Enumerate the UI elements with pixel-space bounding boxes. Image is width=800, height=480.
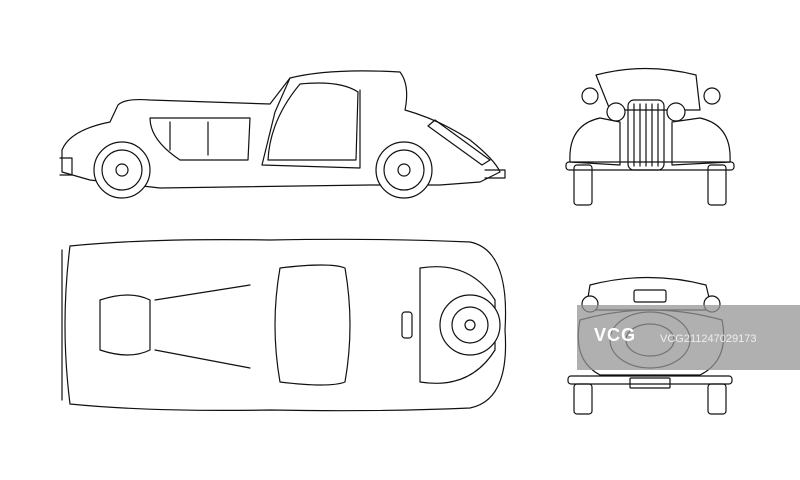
watermark-id: VCG211247029173 xyxy=(660,333,757,345)
watermark-band xyxy=(577,305,800,370)
watermark-logo: VCG xyxy=(594,325,637,345)
top-view xyxy=(61,238,507,412)
side-view xyxy=(59,70,506,199)
front-view xyxy=(565,67,735,206)
